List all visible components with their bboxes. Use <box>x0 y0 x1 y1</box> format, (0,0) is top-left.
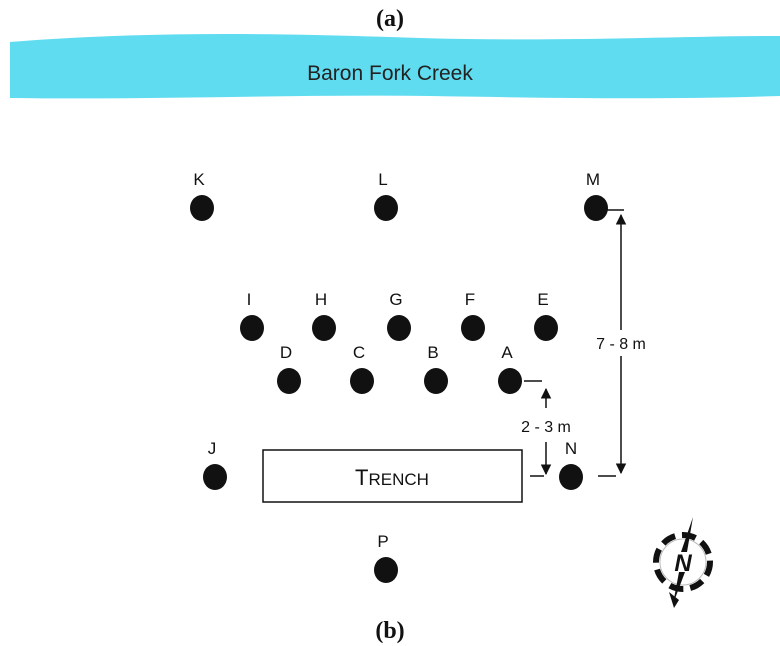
well-marker <box>498 368 522 394</box>
trench-label-rest: RENCH <box>369 470 429 489</box>
dim-long-label: 7 - 8 m <box>596 336 646 353</box>
well-marker <box>203 464 227 490</box>
panel-label-a: (a) <box>376 6 404 32</box>
well-e: E <box>534 290 558 341</box>
north-arrow-icon: N <box>653 517 713 608</box>
well-c: C <box>350 343 374 394</box>
well-m: M <box>584 170 608 221</box>
well-marker <box>559 464 583 490</box>
well-a: A <box>498 343 522 394</box>
well-marker <box>350 368 374 394</box>
trench-label: TRENCH <box>355 465 429 490</box>
well-marker <box>277 368 301 394</box>
well-label: M <box>586 170 600 189</box>
well-label: G <box>389 290 402 309</box>
trench-label-first: T <box>355 465 368 490</box>
well-label: I <box>247 290 252 309</box>
well-label: H <box>315 290 327 309</box>
well-d: D <box>277 343 301 394</box>
well-label: D <box>280 343 292 362</box>
trench-rect <box>262 449 523 503</box>
well-marker <box>190 195 214 221</box>
well-marker <box>374 557 398 583</box>
well-marker <box>312 315 336 341</box>
well-label: C <box>353 343 365 362</box>
wells: K L M I H G F E D C B A J N P <box>190 170 608 583</box>
compass-letter: N <box>674 550 692 577</box>
well-label: A <box>501 343 513 362</box>
well-k: K <box>190 170 214 221</box>
well-h: H <box>312 290 336 341</box>
well-g: G <box>387 290 411 341</box>
well-label: F <box>465 290 475 309</box>
well-p: P <box>374 532 398 583</box>
well-label: E <box>537 290 548 309</box>
panel-label-b: (b) <box>375 618 404 644</box>
well-label: K <box>193 170 205 189</box>
well-label: L <box>378 170 387 189</box>
well-label: B <box>427 343 438 362</box>
well-marker <box>374 195 398 221</box>
well-label: N <box>565 439 577 458</box>
well-marker <box>387 315 411 341</box>
well-b: B <box>424 343 448 394</box>
well-marker <box>461 315 485 341</box>
well-label: J <box>208 439 217 458</box>
dim-short-label: 2 - 3 m <box>521 419 571 436</box>
well-marker <box>240 315 264 341</box>
well-j: J <box>203 439 227 490</box>
well-marker <box>424 368 448 394</box>
well-n: N <box>559 439 583 490</box>
well-f: F <box>461 290 485 341</box>
well-i: I <box>240 290 264 341</box>
well-label: P <box>377 532 388 551</box>
well-marker <box>584 195 608 221</box>
well-l: L <box>374 170 398 221</box>
creek-band <box>10 34 780 99</box>
well-marker <box>534 315 558 341</box>
creek-label: Baron Fork Creek <box>307 62 473 85</box>
